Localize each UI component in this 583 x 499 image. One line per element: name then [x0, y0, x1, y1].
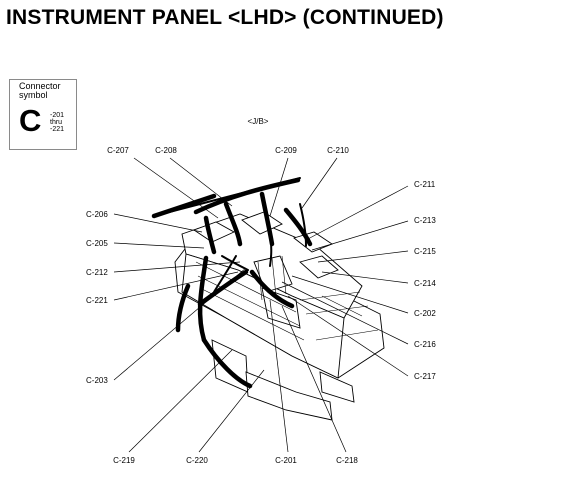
connector-label: C-208: [155, 146, 177, 155]
connector-label: C-201: [275, 456, 297, 465]
connector-label: C-205: [86, 239, 108, 248]
connector-label: C-211: [414, 180, 436, 189]
connector-label: C-203: [86, 376, 108, 385]
connector-label: C-215: [414, 247, 436, 256]
connector-label: C-212: [86, 268, 108, 277]
connector-block-f: [261, 287, 301, 329]
legend-label-line1: Connector: [19, 81, 61, 91]
jb-tab-right: [319, 371, 355, 403]
connector-symbol-legend: Connector symbol C -201 thru -221: [9, 79, 77, 150]
jb-bottom-block: [245, 371, 333, 421]
connector-label: C-216: [414, 340, 436, 349]
connector-label: C-221: [86, 296, 108, 305]
legend-label: Connector symbol: [19, 82, 61, 100]
connector-label: C-217: [414, 372, 436, 381]
leader-lines: [113, 157, 409, 453]
connector-label: C-209: [275, 146, 297, 155]
page-title: INSTRUMENT PANEL <LHD> (CONTINUED): [6, 6, 444, 29]
connector-block-b: [241, 211, 283, 235]
legend-label-line2: symbol: [19, 90, 48, 100]
connector-label: C-213: [414, 216, 436, 225]
connector-label: C-214: [414, 279, 436, 288]
wire-harness-thin: [153, 177, 307, 293]
connector-label: C-220: [186, 456, 208, 465]
connector-label: C-219: [113, 456, 135, 465]
legend-range-from: -201: [50, 112, 65, 119]
legend-letter: C: [19, 103, 42, 138]
junction-block-label: <J/B>: [248, 117, 269, 126]
connector-label: C-210: [327, 146, 349, 155]
connector-label: C-207: [107, 146, 129, 155]
connector-label: C-206: [86, 210, 108, 219]
legend-range-to: -221: [50, 126, 65, 133]
legend-range: -201 thru -221: [50, 112, 64, 133]
connector-label: C-202: [414, 309, 436, 318]
connector-labels: C-207 C-208 C-209 C-210 C-211 C-206 C-21…: [86, 146, 436, 465]
legend-range-mid: thru: [50, 119, 63, 126]
connector-label: C-218: [336, 456, 358, 465]
